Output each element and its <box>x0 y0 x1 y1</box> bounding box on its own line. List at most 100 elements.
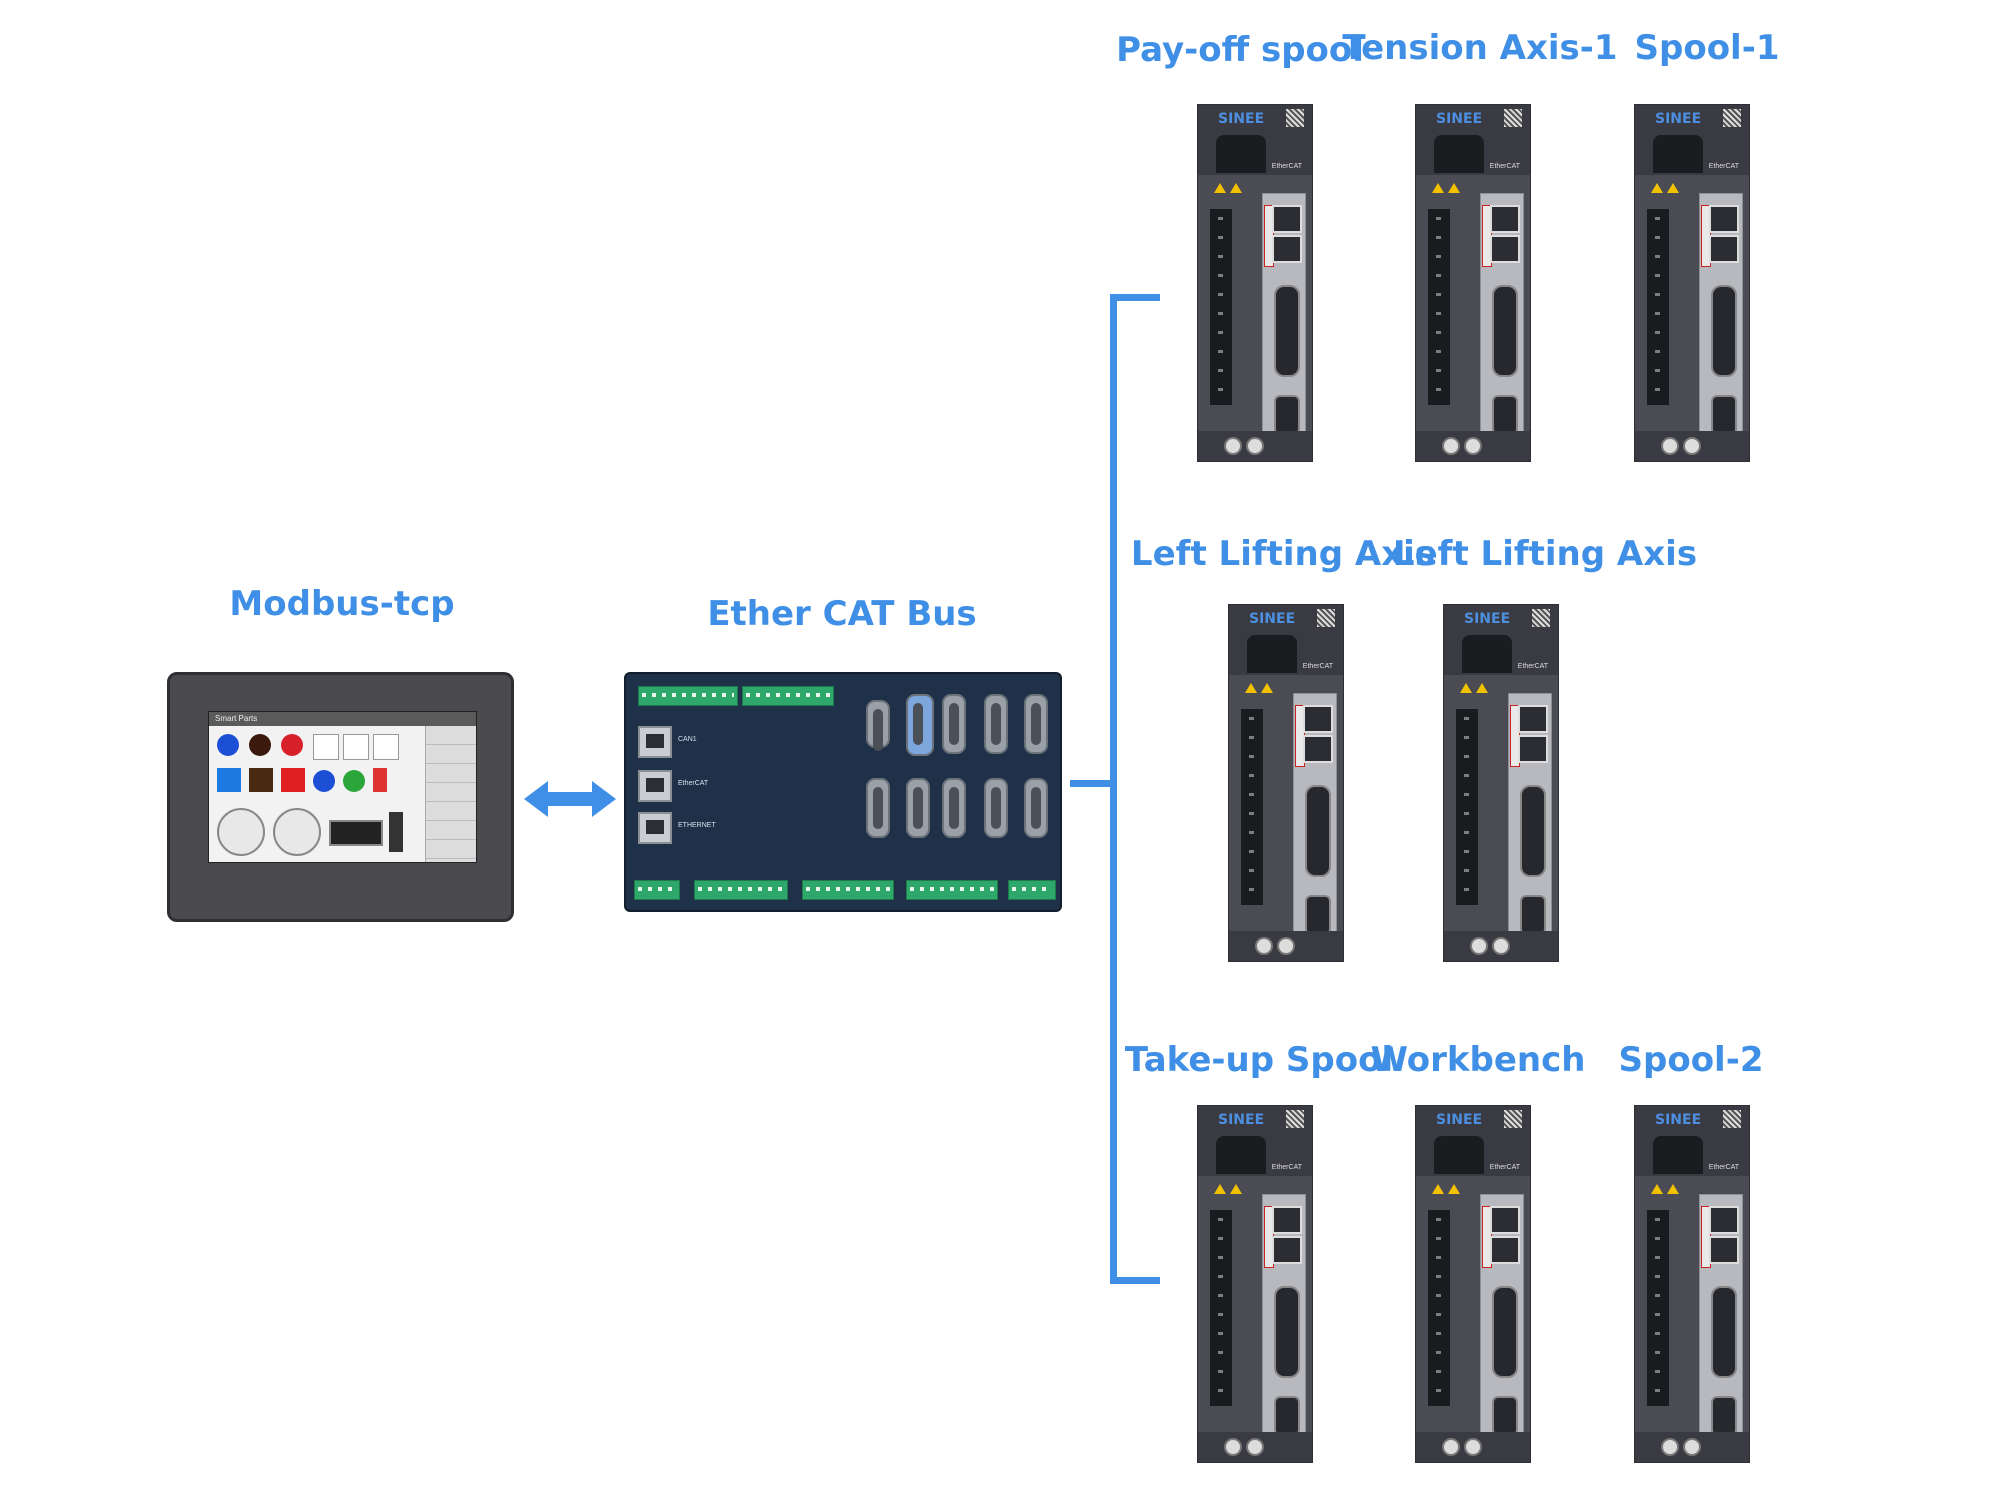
ground-screw-icon <box>1661 1438 1679 1456</box>
servo-drive-left-lifting-axis-a: SINEE EtherCAT <box>1228 604 1344 962</box>
drive-label-left-lifting-axis-b: Left Lifting Axis <box>1392 534 1698 574</box>
drive-label-spool-1: Spool-1 <box>1634 28 1780 68</box>
qr-code-icon <box>1317 609 1335 627</box>
qr-code-icon <box>1504 109 1522 127</box>
warning-icon <box>1448 183 1460 193</box>
ethercat-out-port <box>1709 235 1739 263</box>
ground-screw-icon <box>1224 1438 1242 1456</box>
qr-code-icon <box>1286 109 1304 127</box>
terminal-block <box>694 880 788 900</box>
io-connector <box>1492 285 1518 377</box>
io-connector <box>1711 285 1737 377</box>
warning-icon <box>1667 1184 1679 1194</box>
ethercat-in-port <box>1490 205 1520 233</box>
bidirectional-arrow-icon <box>524 781 616 817</box>
warning-icon <box>1214 183 1226 193</box>
power-terminal-strip <box>1241 709 1263 905</box>
servo-drive-tension-axis-1: SINEE EtherCAT <box>1415 104 1531 462</box>
encoder-connector <box>1711 1396 1737 1436</box>
drive-brand-logo: SINEE <box>1436 111 1483 127</box>
bus-line-bottom-branch <box>1110 1277 1160 1284</box>
ethercat-port <box>638 770 672 802</box>
drive-display <box>1462 635 1512 673</box>
ethernet-port-label: ETHERNET <box>678 822 716 829</box>
warning-icon <box>1432 183 1444 193</box>
ground-screw-icon <box>1442 437 1460 455</box>
ethercat-in-port <box>1518 705 1548 733</box>
drive-brand-logo: SINEE <box>1218 1112 1265 1128</box>
power-terminal-strip <box>1428 1210 1450 1406</box>
qr-code-icon <box>1286 1110 1304 1128</box>
ground-screw-icon <box>1492 937 1510 955</box>
ethercat-out-port <box>1490 235 1520 263</box>
ground-screw-icon <box>1464 437 1482 455</box>
drive-ethercat-tag: EtherCAT <box>1517 663 1548 670</box>
blue-square-button-icon <box>217 768 241 792</box>
power-terminal-strip <box>1647 209 1669 405</box>
ground-screw-icon <box>1277 937 1295 955</box>
drive-label-spool-2: Spool-2 <box>1618 1040 1764 1080</box>
switch-icon <box>373 734 399 760</box>
warning-icon <box>1432 1184 1444 1194</box>
drive-display <box>1216 1136 1266 1174</box>
hmi-label: Modbus-tcp <box>229 584 455 624</box>
ethercat-in-port <box>1303 705 1333 733</box>
drive-brand-logo: SINEE <box>1464 611 1511 627</box>
drive-ethercat-tag: EtherCAT <box>1271 1164 1302 1171</box>
servo-drive-left-lifting-axis-b: SINEE EtherCAT <box>1443 604 1559 962</box>
power-terminal-strip <box>1210 1210 1232 1406</box>
drive-label-left-lifting-axis-a: Left Lifting Axis <box>1130 534 1436 574</box>
ground-screw-icon <box>1470 937 1488 955</box>
ground-screw-icon <box>1464 1438 1482 1456</box>
warning-icon <box>1448 1184 1460 1194</box>
drive-display <box>1434 1136 1484 1174</box>
drive-display <box>1216 135 1266 173</box>
selector-switch-icon <box>217 808 265 856</box>
ethercat-out-port <box>1272 235 1302 263</box>
terminal-block <box>638 686 738 706</box>
encoder-connector <box>1305 895 1331 935</box>
terminal-block <box>1008 880 1056 900</box>
terminal-block <box>906 880 998 900</box>
switch-icon <box>313 734 339 760</box>
bus-line-top-branch <box>1110 294 1160 301</box>
ground-screw-icon <box>1683 1438 1701 1456</box>
qr-code-icon <box>1532 609 1550 627</box>
drive-brand-logo: SINEE <box>1249 611 1296 627</box>
d-sub-connector <box>984 694 1008 754</box>
warning-icon <box>1230 183 1242 193</box>
hmi-screen: Smart Parts <box>208 711 477 863</box>
ground-screw-icon <box>1224 437 1242 455</box>
ethercat-in-port <box>1709 205 1739 233</box>
can-port-label: CAN1 <box>678 736 697 743</box>
io-connector <box>1274 285 1300 377</box>
hmi-screen-menu <box>425 726 476 862</box>
drive-display <box>1653 1136 1703 1174</box>
controller-label: Ether CAT Bus <box>707 594 977 634</box>
ethercat-controller: CAN1 EtherCAT ETHERNET <box>624 672 1062 912</box>
d-sub-connector <box>906 778 930 838</box>
servo-drive-spool-1: SINEE EtherCAT <box>1634 104 1750 462</box>
drive-brand-logo: SINEE <box>1436 1112 1483 1128</box>
drive-label-tension-axis-1: Tension Axis-1 <box>1342 28 1618 68</box>
ethercat-in-port <box>1272 1206 1302 1234</box>
display-icon <box>329 820 383 846</box>
ethercat-out-port <box>1490 1236 1520 1264</box>
warning-icon <box>1651 183 1663 193</box>
ethercat-in-port <box>1272 205 1302 233</box>
ethercat-out-port <box>1272 1236 1302 1264</box>
d-sub-connector <box>942 694 966 754</box>
green-knob-icon <box>343 770 365 792</box>
servo-drive-workbench: SINEE EtherCAT <box>1415 1105 1531 1463</box>
encoder-connector <box>1274 1396 1300 1436</box>
drive-ethercat-tag: EtherCAT <box>1489 163 1520 170</box>
qr-code-icon <box>1723 1110 1741 1128</box>
encoder-connector <box>1520 895 1546 935</box>
warning-icon <box>1214 1184 1226 1194</box>
warning-icon <box>1261 683 1273 693</box>
hmi-screen-title: Smart Parts <box>209 712 476 726</box>
servo-drive-take-up-spool: SINEE EtherCAT <box>1197 1105 1313 1463</box>
ethercat-out-port <box>1303 735 1333 763</box>
ground-screw-icon <box>1246 437 1264 455</box>
ethercat-out-port <box>1518 735 1548 763</box>
